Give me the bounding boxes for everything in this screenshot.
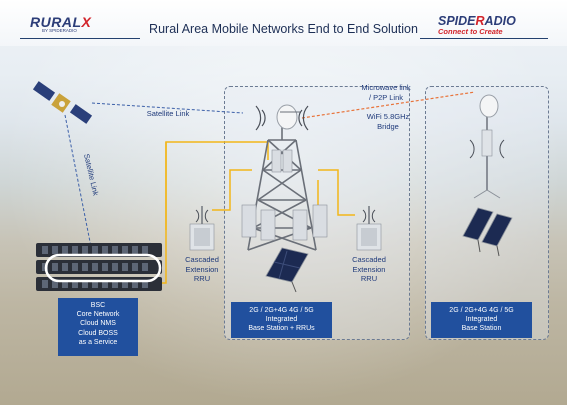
header-rule-right <box>420 38 548 39</box>
logo-right-part-b: R <box>475 14 485 28</box>
satellite-icon <box>32 81 93 124</box>
core-line1: BSC <box>90 302 106 309</box>
wifi-bridge-label: WiFi 5.8GHz Bridge <box>355 112 421 131</box>
core-line4: Cloud BOSS <box>78 329 118 337</box>
right-rru-label: Cascaded Extension RRU <box>339 255 399 284</box>
remote-site-label-box: 2G / 2G+4G 4G / 5G Integrated Base Stati… <box>431 302 532 338</box>
core-line2: Core Network <box>76 311 120 319</box>
satellite-downlink-line <box>64 114 93 253</box>
logo-left-subtext: BY SPIDERADIO <box>42 28 77 33</box>
core-line5: as a Service <box>78 338 118 346</box>
microwave-link-line <box>301 91 476 119</box>
center-solar-panel-icon <box>265 247 309 293</box>
satellite-link-line <box>91 102 244 114</box>
center-line3: Base Station + RRUs <box>248 325 315 333</box>
left-rru-line3: RRU <box>193 274 211 283</box>
logo-right-part-a: SPIDE <box>438 14 476 28</box>
right-line3: Base Station <box>461 325 502 333</box>
left-rru-unit-icon <box>189 206 215 251</box>
center-site-label-box: 2G / 2G+4G 4G / 5G Integrated Base Stati… <box>231 302 332 338</box>
broadcast-waves-icon <box>255 105 309 131</box>
center-line2: Integrated <box>265 316 298 324</box>
ruralx-logo: RURALX BY SPIDERADIO <box>30 14 91 33</box>
remote-solar-panel-icon <box>462 207 513 257</box>
fiber-line-right-rru <box>318 169 355 216</box>
logo-right-part-c: ADIO <box>484 14 516 28</box>
left-rru-line2: Extension <box>185 264 219 274</box>
core-line3: Cloud NMS <box>80 320 116 328</box>
microwave-label-line2: / P2P Link <box>368 92 404 102</box>
remote-mast-icon <box>469 94 505 199</box>
left-rru-label: Cascaded Extension RRU <box>172 255 232 284</box>
header-rule-left <box>20 38 140 39</box>
right-rru-line2: Extension <box>352 264 386 274</box>
fiber-line-left-rru <box>212 169 252 211</box>
server-rack-icon <box>36 243 162 291</box>
left-rru-line1: Cascaded <box>185 255 219 264</box>
spideradio-logo: SPIDERADIO Connect to Create <box>438 14 516 36</box>
satellite-link-label: Satellite Link <box>146 109 190 118</box>
right-line1: 2G / 2G+4G 4G / 5G <box>449 307 514 314</box>
center-dish-antenna-icon <box>276 104 300 130</box>
center-line1: 2G / 2G+4G 4G / 5G <box>249 307 314 314</box>
logo-right-tagline: Connect to Create <box>438 27 503 36</box>
logo-left-text: RURAL <box>30 14 82 30</box>
wifi-label-line1: WiFi 5.8GHz <box>366 112 410 121</box>
center-rru-units <box>241 149 328 241</box>
microwave-link-label: Microwave link / P2P Link <box>348 83 424 102</box>
page-title: Rural Area Mobile Networks End to End So… <box>149 22 418 36</box>
right-line2: Integrated <box>465 316 498 324</box>
right-rru-line3: RRU <box>360 274 378 283</box>
logo-left-x: X <box>81 14 92 30</box>
right-rru-unit-icon <box>356 206 382 251</box>
microwave-label-line1: Microwave link <box>361 83 411 92</box>
core-network-box: BSC Core Network Cloud NMS Cloud BOSS as… <box>58 298 138 356</box>
wifi-label-line2: Bridge <box>377 121 399 131</box>
right-rru-line1: Cascaded <box>352 255 386 264</box>
